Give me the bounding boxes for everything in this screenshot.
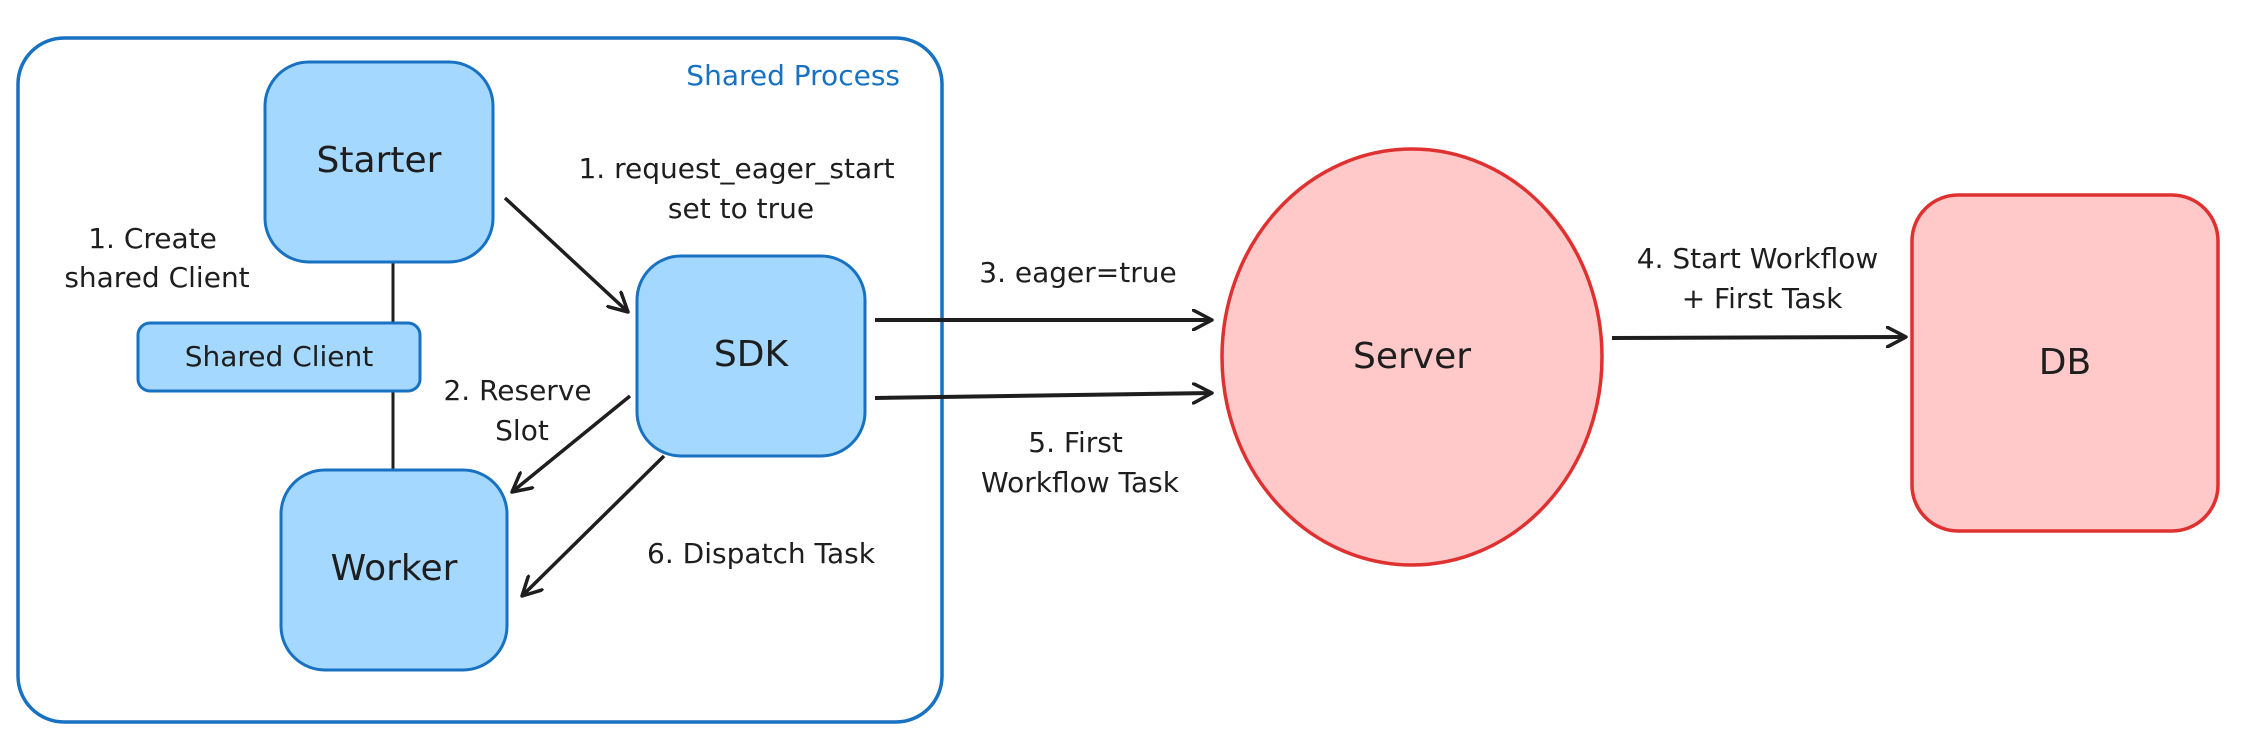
db-node[interactable]: DB — [1910, 193, 2220, 533]
starter-label: Starter — [317, 140, 442, 181]
label-reserve-slot-line2: Slot — [495, 414, 549, 447]
label-first-task-line1: 5. First — [1028, 426, 1123, 459]
sdk-node[interactable]: SDK — [635, 254, 867, 458]
label-dispatch-task-line1: 6. Dispatch Task — [647, 537, 876, 570]
label-eager-true: 3. eager=true — [979, 256, 1176, 289]
shared-process-container — [16, 36, 944, 724]
label-create-client-line1: 1. Create — [88, 222, 217, 255]
starter-node[interactable]: Starter — [263, 60, 495, 264]
label-request-eager: 1. request_eager_start set to true — [578, 152, 903, 225]
shared-process-label: Shared Process — [686, 59, 900, 92]
db-label: DB — [2039, 342, 2091, 383]
label-start-workflow-line2: + First Task — [1682, 282, 1843, 315]
label-reserve-slot: 2. Reserve Slot — [443, 374, 600, 447]
arrow-sdk-to-worker-dispatch — [522, 454, 666, 596]
worker-node[interactable]: Worker — [279, 468, 509, 672]
label-request-eager-line1: 1. request_eager_start — [578, 152, 894, 185]
label-start-workflow-line1: 4. Start Workflow — [1637, 242, 1879, 275]
arrow-sdk-to-server-first-task — [874, 393, 1212, 398]
label-eager-true-line1: 3. eager=true — [979, 256, 1176, 289]
worker-label: Worker — [331, 548, 458, 589]
label-start-workflow: 4. Start Workflow + First Task — [1637, 242, 1887, 315]
label-first-task-line2: Workflow Task — [981, 466, 1180, 499]
arrow-starter-to-sdk — [503, 196, 628, 312]
server-node[interactable]: Server — [1220, 147, 1604, 567]
sdk-label: SDK — [714, 334, 790, 375]
label-create-client: 1. Create shared Client — [64, 222, 249, 294]
server-label: Server — [1353, 336, 1471, 377]
label-first-task: 5. First Workflow Task — [981, 426, 1180, 499]
arrow-sdk-to-worker-reserve — [512, 394, 632, 492]
shared-client-label: Shared Client — [185, 340, 374, 373]
label-create-client-line2: shared Client — [64, 261, 249, 294]
shared-client-node[interactable]: Shared Client — [136, 321, 422, 393]
arrow-server-to-db — [1611, 337, 1906, 338]
label-reserve-slot-line1: 2. Reserve — [443, 374, 591, 407]
label-dispatch-task: 6. Dispatch Task — [647, 537, 876, 570]
label-request-eager-line2: set to true — [668, 192, 814, 225]
